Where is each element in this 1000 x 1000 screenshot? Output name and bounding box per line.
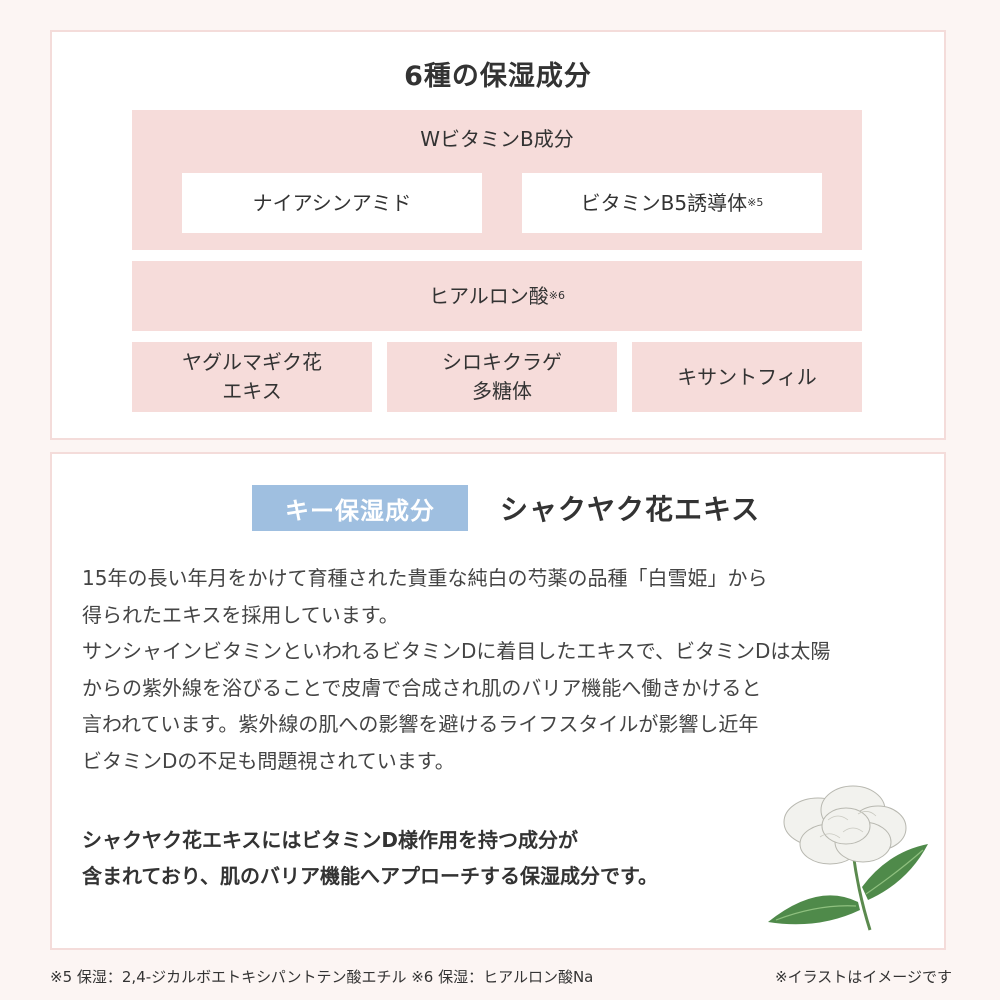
- hyaluronic-label: ヒアルロン酸: [428, 283, 549, 308]
- key-ingredient-badge: キー保湿成分: [252, 485, 468, 531]
- xanthophyll-box: キサントフィル: [632, 342, 862, 412]
- description-line: ビタミンDの不足も問題視されています。: [82, 748, 455, 773]
- key-ingredient-name: シャクヤク花エキス: [500, 493, 761, 526]
- description-line: 言われています。紫外線の肌への影響を避けるライフスタイルが影響し近年: [82, 712, 759, 736]
- footnote-left: ※5 保湿：2,4-ジカルボエトキシパントテン酸エチル ※6 保湿：ヒアルロン酸…: [50, 968, 594, 986]
- emphasis-text: シャクヤク花エキスにはビタミンD様作用を持つ成分が 含まれており、肌のバリア機能…: [82, 822, 782, 894]
- footnote-right: ※イラストはイメージです: [775, 968, 952, 986]
- emphasis-line: シャクヤク花エキスにはビタミンD様作用を持つ成分が: [82, 828, 579, 852]
- vitamin-b5-box: ビタミンB5誘導体※5: [522, 173, 822, 233]
- ingredients-panel: 6種の保湿成分 WビタミンB成分 ナイアシンアミド ビタミンB5誘導体※5 ヒア…: [50, 30, 946, 440]
- vitamin-b5-label: ビタミンB5誘導体: [580, 190, 748, 215]
- emphasis-line: 含まれており、肌のバリア機能へアプローチする保湿成分です。: [82, 864, 658, 888]
- description-line: サンシャインビタミンといわれるビタミンDに着目したエキスで、ビタミンDは太陽: [82, 639, 831, 663]
- w-vitamin-label: WビタミンB成分: [420, 126, 574, 151]
- panel-title: 6種の保湿成分: [404, 61, 592, 92]
- description: 15年の長い年月をかけて育種された貴重な純白の芍薬の品種「白雪姫」から 得られた…: [82, 560, 922, 779]
- yaguruma-box: ヤグルマギク花 エキス: [132, 342, 372, 412]
- shirokikurage-box: シロキクラゲ 多糖体: [387, 342, 617, 412]
- niacinamide-label: ナイアシンアミド: [252, 190, 412, 215]
- niacinamide-box: ナイアシンアミド: [182, 173, 482, 233]
- description-line: 得られたエキスを採用しています。: [82, 602, 399, 627]
- w-vitamin-group: WビタミンB成分 ナイアシンアミド ビタミンB5誘導体※5: [132, 110, 862, 250]
- hyaluronic-box: ヒアルロン酸※6: [132, 261, 862, 331]
- description-line: 15年の長い年月をかけて育種された貴重な純白の芍薬の品種「白雪姫」から: [82, 566, 768, 590]
- peony-flower-illustration: [768, 785, 928, 931]
- key-ingredient-panel: キー保湿成分 シャクヤク花エキス 15年の長い年月をかけて育種された貴重な純白の…: [50, 452, 946, 950]
- description-line: からの紫外線を浴びることで皮膚で合成され肌のバリア機能へ働きかけると: [82, 675, 762, 700]
